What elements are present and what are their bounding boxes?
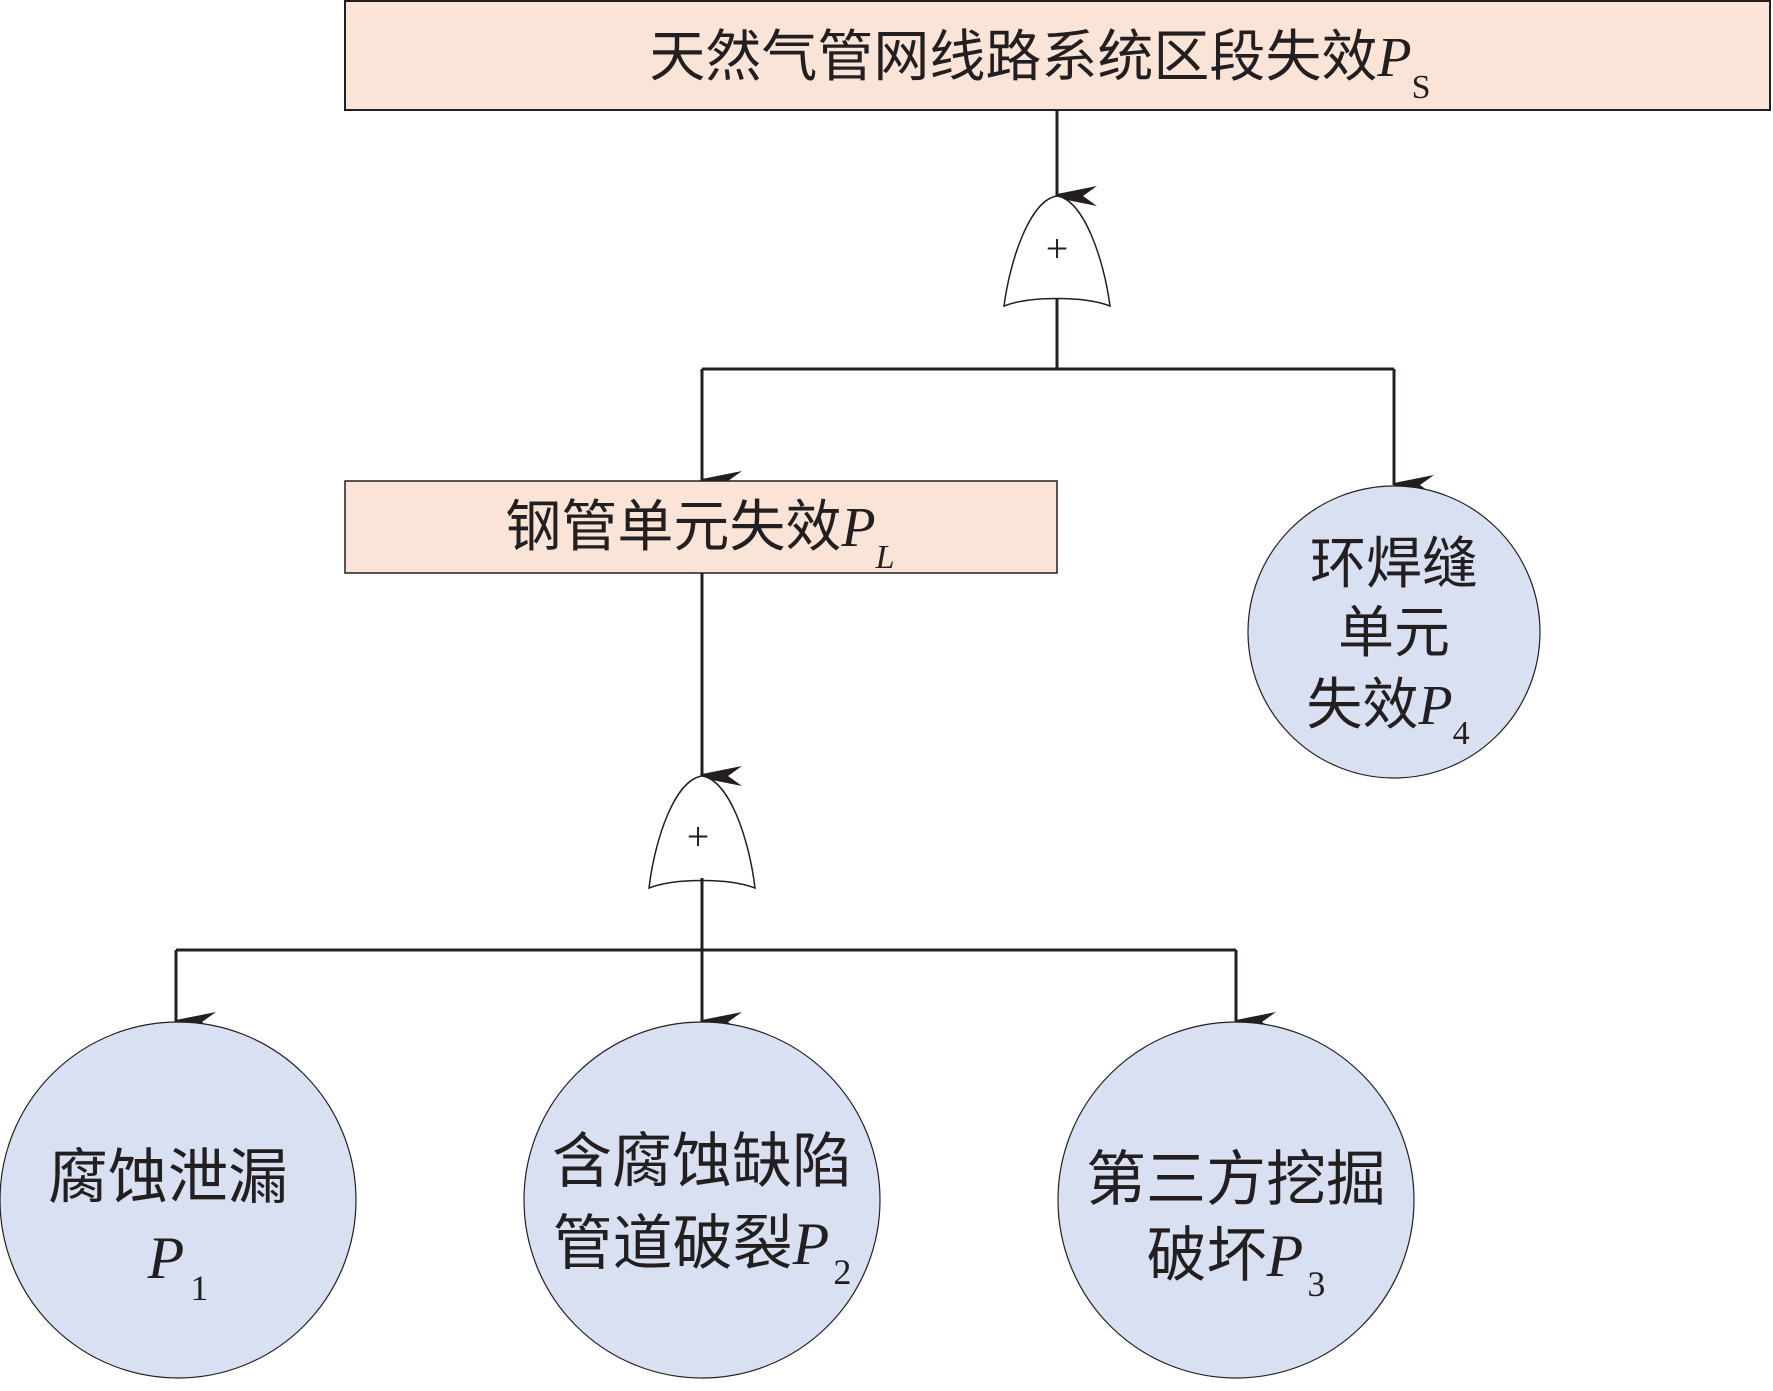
- steel-pipe-event-label: 钢管单元失效PL: [505, 495, 894, 576]
- or-gate-mid: +: [648, 775, 756, 890]
- or-gate-top: +: [1003, 195, 1111, 308]
- svg-text:单元: 单元: [1338, 601, 1450, 666]
- top-event-label: 天然气管网线路系统区段失效PS: [649, 25, 1430, 106]
- or-gate-plus-icon: +: [687, 814, 710, 859]
- weld-event-label: 失效P4: [1306, 673, 1469, 752]
- branch-mid: [174, 878, 1276, 1032]
- svg-text:含腐蚀缺陷: 含腐蚀缺陷: [552, 1127, 852, 1197]
- top-event-box: 天然气管网线路系统区段失效PS: [344, 0, 1771, 111]
- svg-text:第三方挖掘: 第三方挖掘: [1086, 1145, 1386, 1215]
- svg-text:腐蚀泄漏: 腐蚀泄漏: [48, 1143, 288, 1213]
- or-gate-plus-icon: +: [1046, 226, 1069, 271]
- weld-event-circle: 环焊缝 单元 失效P4: [1247, 485, 1541, 779]
- svg-text:环焊缝: 环焊缝: [1310, 532, 1478, 597]
- branch-top: [700, 298, 1434, 495]
- steel-pipe-event-box: 钢管单元失效PL: [344, 480, 1058, 576]
